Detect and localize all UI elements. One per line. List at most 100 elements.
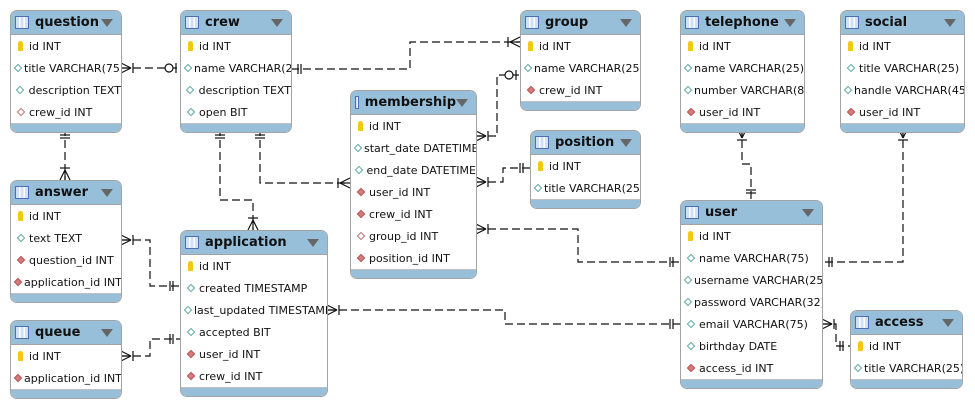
- table-social[interactable]: social id INT title VARCHAR(25) handle VARC…: [840, 10, 965, 133]
- collapse-triangle-icon[interactable]: [101, 188, 113, 197]
- crows-foot-icon: [120, 350, 132, 357]
- table-column[interactable]: id INT: [531, 155, 640, 177]
- table-column[interactable]: title VARCHAR(75): [11, 57, 121, 79]
- table-header[interactable]: answer: [11, 181, 121, 205]
- table-column[interactable]: crew_id INT: [351, 203, 476, 225]
- table-column[interactable]: application_id INT: [11, 271, 121, 293]
- table-column[interactable]: birthday DATE: [681, 335, 822, 357]
- table-column[interactable]: end_date DATETIME: [351, 159, 476, 181]
- collapse-triangle-icon[interactable]: [620, 138, 632, 147]
- table-column[interactable]: title VARCHAR(25): [851, 357, 962, 379]
- table-column[interactable]: position_id INT: [351, 247, 476, 269]
- foreign-key-diamond-icon: [685, 363, 696, 373]
- column-label: user_id INT: [859, 105, 921, 119]
- table-column[interactable]: user_id INT: [681, 101, 804, 123]
- table-column[interactable]: name VARCHAR(25): [181, 57, 291, 79]
- collapse-triangle-icon[interactable]: [456, 98, 468, 107]
- table-column[interactable]: id INT: [851, 335, 962, 357]
- table-footer: [181, 387, 327, 396]
- table-column[interactable]: user_id INT: [841, 101, 964, 123]
- table-header[interactable]: membership: [351, 91, 476, 115]
- column-diamond-icon: [523, 63, 533, 73]
- table-column[interactable]: id INT: [841, 35, 964, 57]
- table-column[interactable]: question_id INT: [11, 249, 121, 271]
- table-header[interactable]: queue: [11, 321, 121, 345]
- table-header[interactable]: position: [531, 131, 640, 155]
- table-column[interactable]: id INT: [681, 35, 804, 57]
- table-column[interactable]: username VARCHAR(25): [681, 269, 822, 291]
- table-column[interactable]: number VARCHAR(8): [681, 79, 804, 101]
- table-column[interactable]: title VARCHAR(25): [531, 177, 640, 199]
- table-header[interactable]: social: [841, 11, 964, 35]
- table-column[interactable]: text TEXT: [11, 227, 121, 249]
- table-column[interactable]: id INT: [521, 35, 640, 57]
- relationship-line: [476, 167, 530, 183]
- collapse-triangle-icon[interactable]: [620, 18, 632, 27]
- table-column[interactable]: password VARCHAR(32): [681, 291, 822, 313]
- collapse-triangle-icon[interactable]: [784, 18, 796, 27]
- foreign-key-diamond-icon: [355, 187, 366, 197]
- collapse-triangle-icon[interactable]: [271, 18, 283, 27]
- table-header[interactable]: application: [181, 231, 327, 255]
- table-column[interactable]: user_id INT: [181, 343, 327, 365]
- table-column[interactable]: id INT: [11, 205, 121, 227]
- table-column[interactable]: group_id INT: [351, 225, 476, 247]
- crows-foot-icon: [475, 223, 487, 230]
- table-column[interactable]: id INT: [181, 35, 291, 57]
- column-label: crew_id INT: [369, 207, 433, 221]
- collapse-triangle-icon[interactable]: [944, 18, 956, 27]
- table-column[interactable]: name VARCHAR(75): [681, 247, 822, 269]
- table-header[interactable]: crew: [181, 11, 291, 35]
- crows-foot-icon: [475, 181, 487, 188]
- column-label: end_date DATETIME: [366, 163, 476, 177]
- table-column[interactable]: application_id INT: [11, 367, 121, 389]
- table-column[interactable]: name VARCHAR(25): [681, 57, 804, 79]
- table-column[interactable]: crew_id INT: [521, 79, 640, 101]
- table-column[interactable]: access_id INT: [681, 357, 822, 379]
- table-column[interactable]: description TEXT: [11, 79, 121, 101]
- collapse-triangle-icon[interactable]: [802, 208, 814, 217]
- table-column[interactable]: last_updated TIMESTAMP: [181, 299, 327, 321]
- table-column[interactable]: name VARCHAR(25): [521, 57, 640, 79]
- table-column[interactable]: crew_id INT: [11, 101, 121, 123]
- collapse-triangle-icon[interactable]: [101, 18, 113, 27]
- table-column[interactable]: id INT: [181, 255, 327, 277]
- table-header[interactable]: group: [521, 11, 640, 35]
- table-column[interactable]: title VARCHAR(25): [841, 57, 964, 79]
- column-label: title VARCHAR(25): [859, 61, 960, 75]
- collapse-triangle-icon[interactable]: [942, 318, 954, 327]
- table-column[interactable]: id INT: [351, 115, 476, 137]
- table-column[interactable]: open BIT: [181, 101, 291, 123]
- table-column[interactable]: created TIMESTAMP: [181, 277, 327, 299]
- table-header[interactable]: user: [681, 201, 822, 225]
- table-column[interactable]: accepted BIT: [181, 321, 327, 343]
- column-label: title VARCHAR(25): [544, 181, 641, 195]
- table-header[interactable]: telephone: [681, 11, 804, 35]
- collapse-triangle-icon[interactable]: [307, 238, 319, 247]
- table-column[interactable]: email VARCHAR(75): [681, 313, 822, 335]
- table-column[interactable]: id INT: [681, 225, 822, 247]
- table-name: social: [865, 15, 908, 30]
- table-column[interactable]: crew_id INT: [181, 365, 327, 387]
- table-column[interactable]: id INT: [11, 35, 121, 57]
- table-column[interactable]: id INT: [11, 345, 121, 367]
- table-header[interactable]: access: [851, 311, 962, 335]
- table-header[interactable]: question: [11, 11, 121, 35]
- table-column[interactable]: description TEXT: [181, 79, 291, 101]
- table-column[interactable]: user_id INT: [351, 181, 476, 203]
- table-name: application: [205, 235, 287, 250]
- table-column[interactable]: handle VARCHAR(45): [841, 79, 964, 101]
- table-column[interactable]: start_date DATETIME: [351, 137, 476, 159]
- collapse-triangle-icon[interactable]: [101, 328, 113, 337]
